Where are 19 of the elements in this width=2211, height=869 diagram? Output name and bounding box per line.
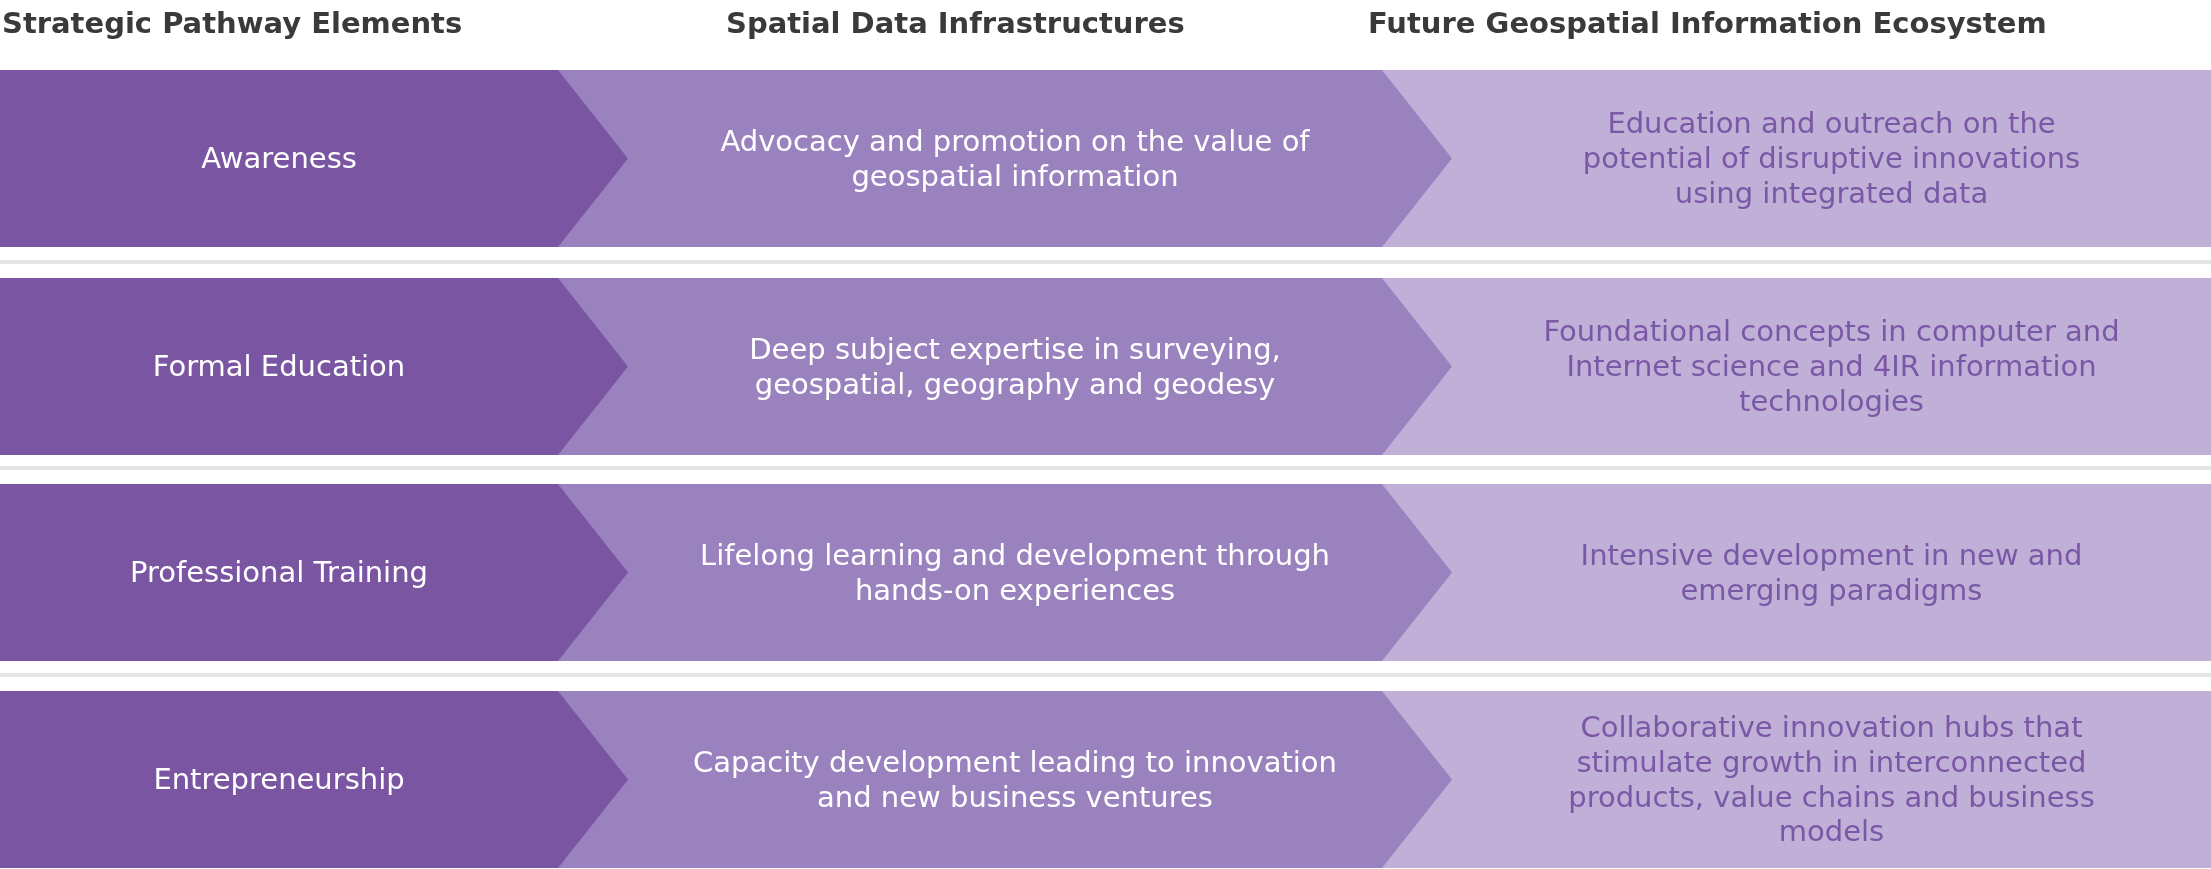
- node-text: Awareness: [201, 141, 357, 176]
- column-header: Spatial Data Infrastructures: [726, 6, 1185, 40]
- column-header: Strategic Pathway Elements: [2, 6, 463, 40]
- node-text: Capacity development leading to innovation and new business ventures: [692, 744, 1338, 815]
- chevron-banner: [0, 70, 628, 247]
- node-text: Lifelong learning and development through hands-on experiences: [699, 537, 1331, 608]
- chevron-banner: [0, 691, 628, 868]
- chevron-banner: [0, 484, 628, 661]
- node-text: Advocacy and promotion on the value of geospatial information: [719, 123, 1311, 194]
- node-text: Collaborative innovation hubs that stimulate growth in interconnected products, value chains and business models: [1567, 709, 2096, 850]
- column-header: Future Geospatial Information Ecosystem: [1368, 6, 2047, 40]
- node-text: Professional Training: [130, 555, 428, 590]
- node-text: Intensive development in new and emerging paradigms: [1579, 537, 2084, 608]
- node-text: Deep subject expertise in surveying, geospatial, geography and geodesy: [748, 331, 1282, 402]
- node-text: Foundational concepts in computer and Internet science and 4IR information technologies: [1542, 314, 2121, 419]
- node-text: Entrepreneurship: [153, 762, 405, 797]
- chevron-banner: [0, 278, 628, 455]
- node-text: Formal Education: [152, 349, 406, 384]
- node-text: Education and outreach on the potential of disruptive innovations using integrated data: [1581, 106, 2082, 211]
